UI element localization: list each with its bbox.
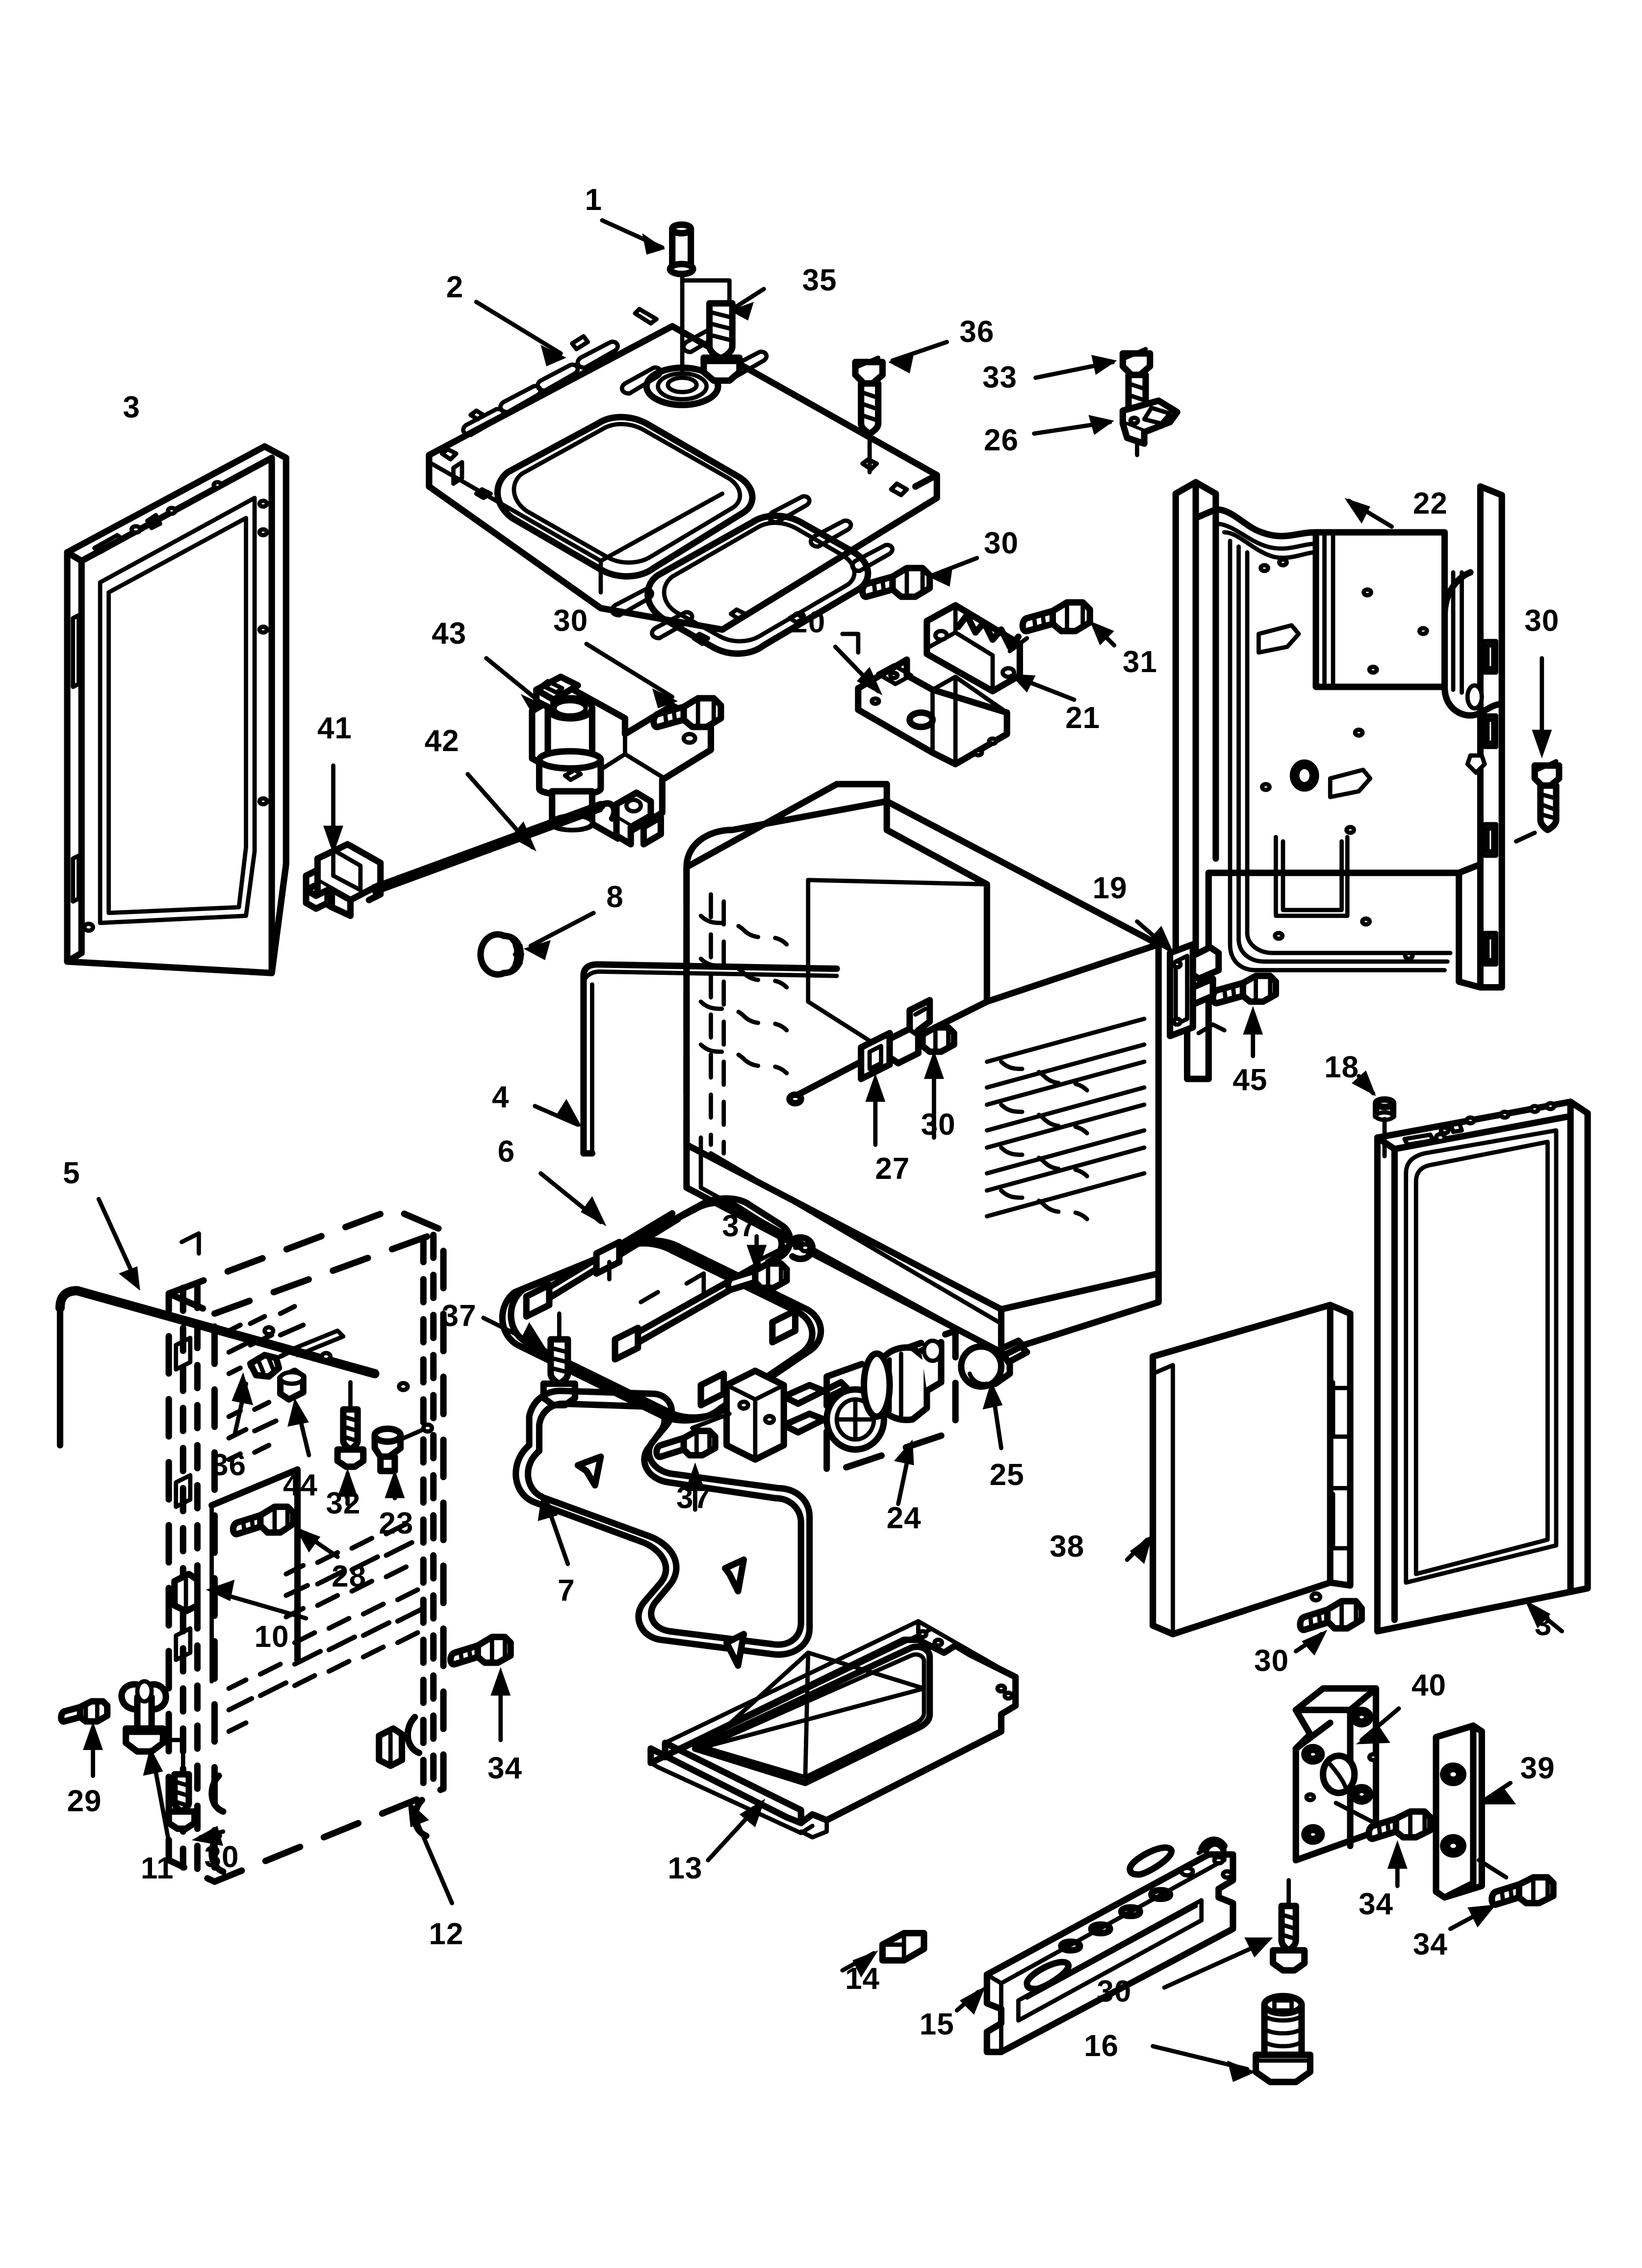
callout-38: 38 [1050, 1529, 1085, 1564]
callout-37-a: 37 [722, 1209, 757, 1243]
callout-37-b: 37 [441, 1299, 477, 1333]
lamp-assembly-24-art [823, 1327, 959, 1506]
bracket-41-art [303, 763, 618, 919]
callout-11: 11 [141, 1851, 174, 1886]
callout-7: 7 [558, 1574, 575, 1608]
callout-19: 19 [1092, 871, 1128, 906]
callout-12: 12 [429, 1917, 464, 1952]
screw-30-term-art [859, 556, 979, 600]
callout-45: 45 [1232, 1063, 1268, 1097]
callout-8: 8 [606, 880, 624, 914]
screw-35-art [680, 278, 766, 384]
cooktop-art [426, 218, 940, 657]
callout-30-valve: 30 [553, 603, 589, 638]
callout-36-top: 36 [959, 314, 995, 349]
plug-button-8-art [477, 911, 596, 978]
oven-cavity-art [683, 781, 1162, 1356]
callout-5: 5 [63, 1156, 80, 1190]
bracket-19-art [1135, 919, 1227, 1040]
pin-18-art [1351, 1070, 1397, 1159]
callout-18: 18 [1324, 1050, 1360, 1084]
callout-25: 25 [989, 1458, 1025, 1492]
callout-34-left: 34 [487, 1751, 522, 1786]
bulb-25-art [958, 1337, 1030, 1451]
callout-21: 21 [1065, 701, 1101, 735]
seal-5-art [55, 1197, 380, 1449]
callout-30-leg: 30 [204, 1840, 239, 1874]
callout-26: 26 [983, 423, 1019, 458]
bracket-20-art [833, 631, 1010, 768]
callout-3-right: 3 [1535, 1608, 1552, 1642]
bracket-40-art [1292, 1685, 1434, 1888]
seal-retainer-4-art [533, 961, 840, 1157]
callout-42: 42 [424, 724, 460, 758]
callout-43: 43 [432, 617, 467, 651]
clip-26-art [1032, 397, 1180, 447]
screw-30-rear-art [1514, 656, 1563, 844]
oven-bottom-13-art [647, 1619, 1019, 1863]
callout-34-mid: 34 [1359, 1887, 1394, 1922]
callout-40: 40 [1411, 1668, 1446, 1702]
callout-31: 31 [1122, 645, 1157, 679]
sensor-27-art [786, 997, 933, 1147]
callout-6: 6 [497, 1134, 515, 1169]
drawer-rail-15-art [840, 1836, 1313, 2086]
plate-39-art [1433, 1722, 1557, 1931]
insulation-panel-12-art [165, 1206, 454, 1905]
callout-14: 14 [845, 1961, 880, 1996]
stud-1 [667, 221, 696, 374]
callout-30-rail: 30 [1097, 1975, 1132, 2009]
screw-45-art [1209, 972, 1279, 1058]
screw-31-art [1007, 599, 1117, 653]
callout-37-c: 37 [676, 1481, 711, 1515]
callout-32: 32 [326, 1486, 361, 1521]
callout-15: 15 [919, 2007, 954, 2042]
oven-door-frame-left-art [64, 443, 289, 976]
callout-10: 10 [254, 1619, 289, 1654]
callout-34-right: 34 [1412, 1927, 1448, 1961]
callout-13: 13 [667, 1851, 703, 1886]
callout-23: 23 [379, 1507, 414, 1541]
callout-30-rear: 30 [1524, 603, 1560, 638]
callout-33: 33 [982, 361, 1018, 394]
callout-16: 16 [1084, 2029, 1119, 2063]
valve-assembly-43-art [484, 642, 715, 848]
callout-27: 27 [875, 1151, 910, 1186]
callout-39: 39 [1520, 1751, 1555, 1786]
side-panel-38-art [1125, 1302, 1365, 1656]
callout-29: 29 [67, 1784, 102, 1819]
screw-30-valve-art [650, 695, 724, 730]
callout-28: 28 [332, 1560, 367, 1594]
callout-30-panel38: 30 [1254, 1644, 1289, 1678]
screw-36-top-art [852, 339, 949, 474]
screw-30-sensor-art [919, 1024, 957, 1140]
callout-35: 35 [802, 263, 837, 297]
callout-30-sensor: 30 [921, 1107, 956, 1142]
rear-panel-art [1172, 479, 1505, 1082]
callout-41: 41 [317, 711, 352, 745]
callout-30-top: 30 [983, 526, 1019, 561]
hardware-on-panel12 [58, 1352, 514, 1846]
callout-36-panel: 36 [211, 1448, 247, 1482]
callout-1: 1 [585, 183, 603, 217]
callout-22: 22 [1412, 486, 1448, 521]
callout-24: 24 [886, 1501, 922, 1535]
oven-door-frame-right-art [1374, 1098, 1591, 1635]
callout-4: 4 [491, 1080, 510, 1115]
broil-element-7-art [513, 1367, 853, 1669]
screw-33-art [1033, 347, 1154, 457]
callout-3-left: 3 [123, 391, 141, 425]
callout-20: 20 [791, 605, 826, 639]
terminal-block-21-art [924, 602, 1077, 702]
callout-2: 2 [446, 270, 464, 305]
callout-44: 44 [282, 1468, 318, 1502]
